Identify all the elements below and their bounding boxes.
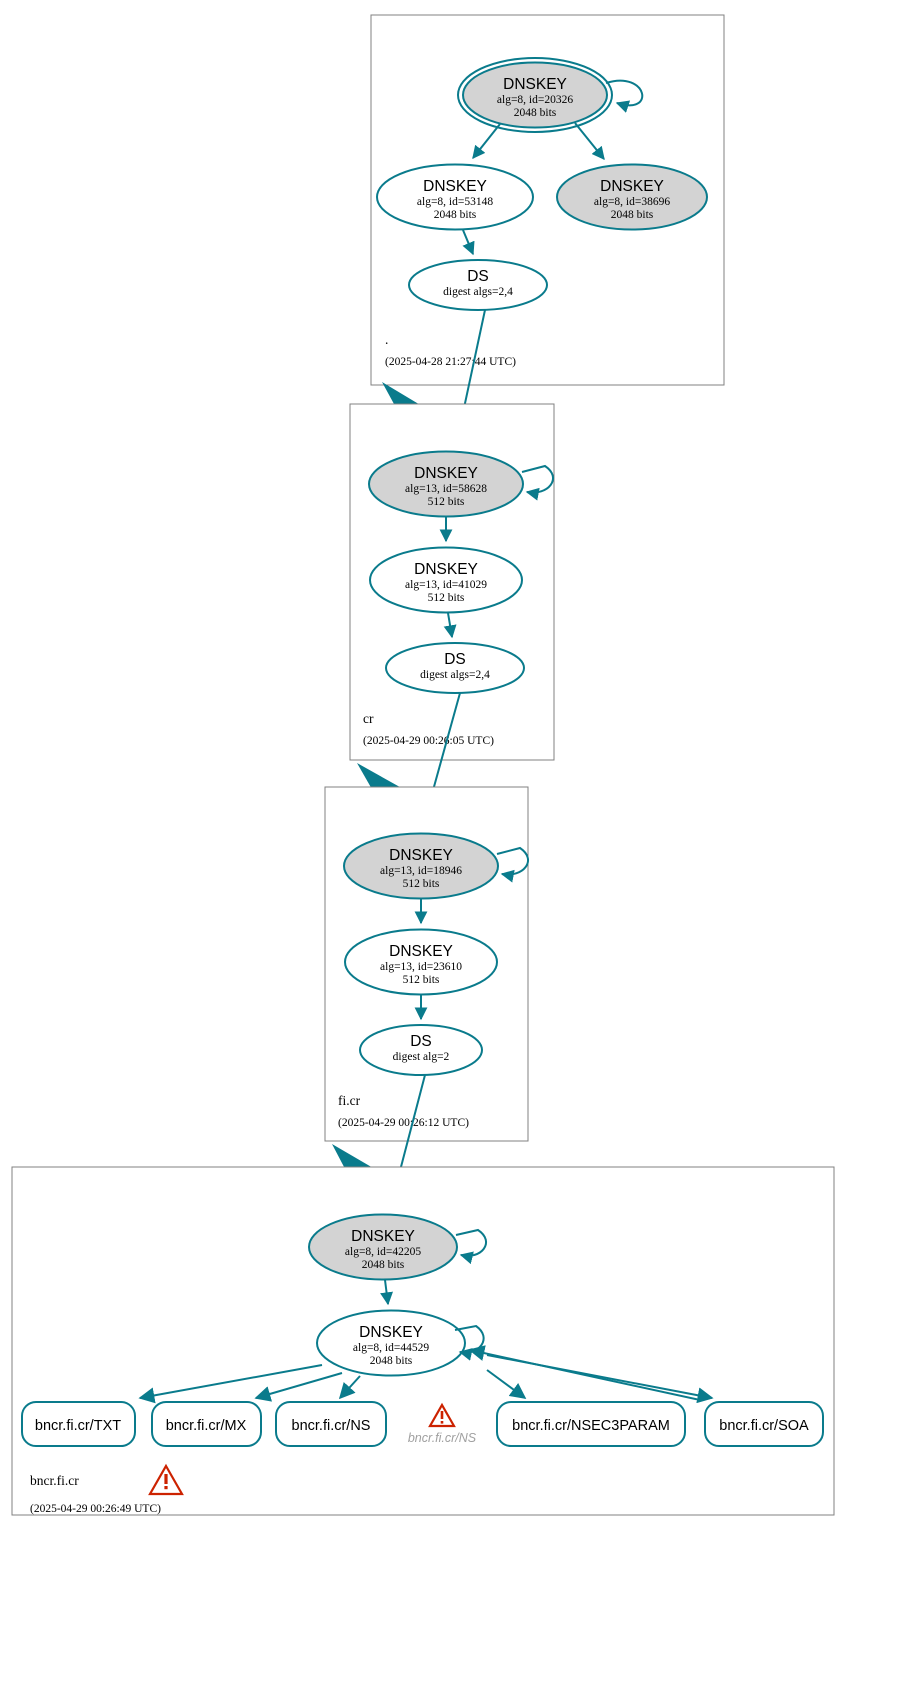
warning-exclamation-bar bbox=[440, 1411, 444, 1419]
node-cr-ds-title: DS bbox=[444, 651, 466, 668]
node-ficr-zsk-title: DNSKEY bbox=[389, 943, 453, 960]
node-root-ksk-title: DNSKEY bbox=[503, 76, 567, 93]
node-ficr-zsk-alg: alg=13, id=23610 bbox=[380, 961, 462, 973]
zone-warning-exclamation-dot bbox=[164, 1486, 168, 1490]
zone-warning-bncr bbox=[148, 1463, 184, 1496]
rrset-box-mx[interactable] bbox=[151, 1401, 262, 1447]
node-cr-zsk-bits: 512 bits bbox=[428, 592, 465, 604]
edge-bncr-ksk-self-sign bbox=[455, 1228, 488, 1265]
rrset-label-ns: bncr.fi.cr/NS bbox=[292, 1418, 371, 1434]
rrset-label-soa: bncr.fi.cr/SOA bbox=[719, 1418, 809, 1434]
rrset-box-txt[interactable] bbox=[21, 1401, 136, 1447]
edge-bncr-zsk-to-mx bbox=[254, 1372, 343, 1402]
node-ficr-ds[interactable] bbox=[359, 1024, 483, 1076]
node-root-key-38696-bits: 2048 bits bbox=[611, 209, 654, 221]
delegation-arrow-cr-to-ficr bbox=[357, 763, 407, 791]
edge-bncr-zsk-to-ns bbox=[338, 1375, 361, 1400]
edge-root-ksk-to-key38696 bbox=[574, 122, 605, 161]
node-ficr-zsk[interactable] bbox=[344, 928, 498, 996]
rrset-label-mx: bncr.fi.cr/MX bbox=[166, 1418, 247, 1434]
node-root-ksk-alg: alg=8, id=20326 bbox=[497, 94, 573, 106]
rrset-label-nsec3param: bncr.fi.cr/NSEC3PARAM bbox=[512, 1418, 670, 1434]
rrset-box-soa[interactable] bbox=[704, 1401, 824, 1447]
edge-bncr-ksk-to-zsk bbox=[380, 1279, 393, 1306]
node-ficr-ds-digest: digest alg=2 bbox=[393, 1051, 450, 1063]
zone-timestamp-cr: (2025-04-29 00:26:05 UTC) bbox=[363, 735, 494, 747]
zone-timestamp-bncr: (2025-04-29 00:26:49 UTC) bbox=[30, 1503, 161, 1515]
delegation-arrow-ficr-to-bncr bbox=[332, 1144, 380, 1172]
node-cr-ksk-bits: 512 bits bbox=[428, 496, 465, 508]
zone-timestamp-root: (2025-04-28 21:27:44 UTC) bbox=[385, 356, 516, 368]
zone-warning-exclamation-bar bbox=[164, 1474, 168, 1484]
edge-nsec3param-to-bncr-zsk bbox=[486, 1369, 527, 1399]
zone-label-ficr: fi.cr bbox=[338, 1093, 361, 1108]
rrset-box-nsec3param[interactable] bbox=[496, 1401, 686, 1447]
node-cr-ksk-title: DNSKEY bbox=[414, 465, 478, 482]
node-ficr-ksk-alg: alg=13, id=18946 bbox=[380, 865, 462, 877]
node-root-key-38696[interactable] bbox=[556, 163, 708, 231]
edge-bncr-zsk-to-txt bbox=[138, 1364, 323, 1404]
node-bncr-zsk[interactable] bbox=[316, 1309, 466, 1377]
node-bncr-zsk-bits: 2048 bits bbox=[370, 1355, 413, 1367]
zone-label-bncr: bncr.fi.cr bbox=[30, 1473, 79, 1488]
node-cr-zsk[interactable] bbox=[369, 546, 523, 614]
node-ficr-ksk-title: DNSKEY bbox=[389, 847, 453, 864]
node-bncr-ksk-bits: 2048 bits bbox=[362, 1259, 405, 1271]
edge-cr-zsk-to-ds bbox=[443, 612, 457, 639]
node-root-zsk-53148[interactable] bbox=[376, 163, 534, 231]
node-bncr-zsk-alg: alg=8, id=44529 bbox=[353, 1342, 429, 1354]
node-ficr-ksk-bits: 512 bits bbox=[403, 878, 440, 890]
node-root-ksk[interactable] bbox=[462, 61, 608, 129]
node-cr-zsk-alg: alg=13, id=41029 bbox=[405, 579, 487, 591]
edge-root-zsk53148-to-ds bbox=[462, 229, 475, 256]
rrset-ns-error-group[interactable]: bncr.fi.cr/NS bbox=[408, 1402, 477, 1445]
rrset-box-ns[interactable] bbox=[275, 1401, 387, 1447]
zone-timestamp-ficr: (2025-04-29 00:26:12 UTC) bbox=[338, 1117, 469, 1129]
node-root-ksk-bits: 2048 bits bbox=[514, 107, 557, 119]
node-ficr-zsk-bits: 512 bits bbox=[403, 974, 440, 986]
node-cr-ds-digest: digest algs=2,4 bbox=[420, 669, 490, 681]
warning-exclamation-dot bbox=[440, 1421, 444, 1424]
node-cr-ds[interactable] bbox=[385, 642, 525, 694]
node-bncr-ksk[interactable] bbox=[308, 1213, 458, 1281]
node-cr-ksk-alg: alg=13, id=58628 bbox=[405, 483, 487, 495]
node-root-zsk-53148-bits: 2048 bits bbox=[434, 209, 477, 221]
node-root-ds-digest: digest algs=2,4 bbox=[443, 286, 513, 298]
node-root-zsk-53148-title: DNSKEY bbox=[423, 178, 487, 195]
edge-cr-ksk-self-sign bbox=[521, 464, 554, 501]
edge-bncr-zsk-self-sign bbox=[454, 1324, 485, 1361]
node-root-key-38696-alg: alg=8, id=38696 bbox=[594, 196, 670, 208]
node-ficr-ksk[interactable] bbox=[343, 832, 499, 900]
node-bncr-zsk-title: DNSKEY bbox=[359, 1324, 423, 1341]
edge-root-ksk-to-zsk53148 bbox=[472, 123, 501, 160]
rrset-label-ns-error: bncr.fi.cr/NS bbox=[408, 1431, 477, 1445]
edge-ficr-ksk-self-sign bbox=[496, 846, 529, 883]
node-bncr-ksk-title: DNSKEY bbox=[351, 1228, 415, 1245]
edge-soa-back-to-bncr-zsk bbox=[468, 1345, 701, 1401]
node-root-ksk-outer-ring bbox=[457, 57, 613, 133]
zone-label-root: . bbox=[385, 332, 388, 347]
node-ficr-ds-title: DS bbox=[410, 1033, 432, 1050]
node-root-ds-title: DS bbox=[467, 268, 489, 285]
zone-label-cr: cr bbox=[363, 711, 374, 726]
edge-root-ksk-self-sign bbox=[605, 79, 644, 113]
rrset-label-txt: bncr.fi.cr/TXT bbox=[35, 1418, 121, 1434]
node-root-key-38696-title: DNSKEY bbox=[600, 178, 664, 195]
node-root-zsk-53148-alg: alg=8, id=53148 bbox=[417, 196, 493, 208]
node-bncr-ksk-alg: alg=8, id=42205 bbox=[345, 1246, 421, 1258]
node-cr-ksk[interactable] bbox=[368, 450, 524, 518]
node-root-ds[interactable] bbox=[408, 259, 548, 311]
node-cr-zsk-title: DNSKEY bbox=[414, 561, 478, 578]
